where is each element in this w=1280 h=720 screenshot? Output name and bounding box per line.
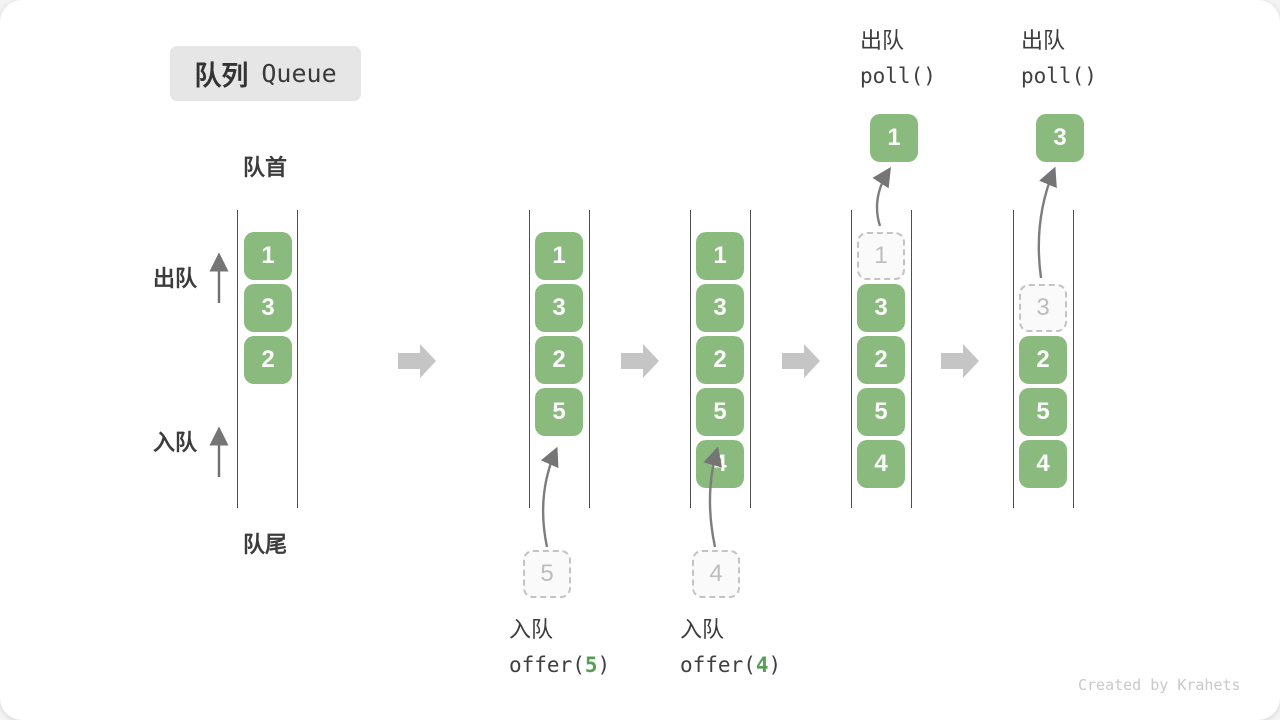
next-step-arrow-icon [941, 344, 979, 378]
watermark-credit: Created by Krahets [1078, 676, 1241, 694]
op-enqueue-5: 入队 offer(5) [509, 617, 610, 678]
op-enqueue-4-label: 入队 [680, 617, 725, 642]
op-poll-1-code: poll() [860, 64, 936, 88]
label-queue-front: 队首 [243, 155, 288, 180]
queue-item: 4 [857, 440, 905, 488]
queue-item: 1 [244, 232, 292, 280]
queue-item: 1 [696, 232, 744, 280]
op-enqueue-5-code: offer(5) [509, 653, 611, 677]
queue-item: 2 [1019, 336, 1067, 384]
label-enqueue-direction: 入队 [153, 430, 198, 455]
queue-item: 2 [535, 336, 583, 384]
next-step-arrow-icon [782, 344, 820, 378]
title-badge: 队列 Queue [170, 46, 361, 101]
queue-item: 3 [535, 284, 583, 332]
op-poll-1: 出队 poll() [860, 28, 936, 89]
queue-container-4 [851, 210, 912, 508]
removed-item-1: 1 [857, 232, 905, 280]
queue-container-3 [690, 210, 751, 508]
title-zh: 队列 [194, 61, 249, 91]
op-poll-1-label: 出队 [860, 28, 905, 53]
queue-item: 3 [244, 284, 292, 332]
queue-item: 5 [535, 388, 583, 436]
op-poll-2-label: 出队 [1021, 28, 1066, 53]
next-step-arrow-icon [398, 344, 436, 378]
queue-container-1 [237, 210, 298, 508]
op-enqueue-4: 入队 offer(4) [680, 617, 781, 678]
queue-item: 2 [696, 336, 744, 384]
popped-item-1: 1 [870, 114, 918, 162]
queue-container-2 [529, 210, 590, 508]
queue-item: 5 [696, 388, 744, 436]
queue-item: 5 [1019, 388, 1067, 436]
op-poll-2: 出队 poll() [1021, 28, 1097, 89]
op-poll-2-code: poll() [1021, 64, 1097, 88]
queue-container-5 [1013, 210, 1074, 508]
queue-item: 2 [857, 336, 905, 384]
incoming-item-4: 4 [692, 550, 740, 598]
label-queue-rear: 队尾 [243, 532, 288, 557]
queue-item: 2 [244, 336, 292, 384]
title-en: Queue [261, 59, 337, 88]
removed-item-3: 3 [1019, 284, 1067, 332]
queue-item: 4 [696, 440, 744, 488]
queue-item: 5 [857, 388, 905, 436]
label-dequeue-direction: 出队 [153, 266, 198, 291]
queue-item: 4 [1019, 440, 1067, 488]
op-enqueue-5-label: 入队 [509, 617, 554, 642]
next-step-arrow-icon [621, 344, 659, 378]
queue-item: 3 [696, 284, 744, 332]
queue-item: 3 [857, 284, 905, 332]
popped-item-3: 3 [1036, 114, 1084, 162]
incoming-item-5: 5 [523, 550, 571, 598]
queue-item: 1 [535, 232, 583, 280]
op-enqueue-4-code: offer(4) [680, 653, 782, 677]
